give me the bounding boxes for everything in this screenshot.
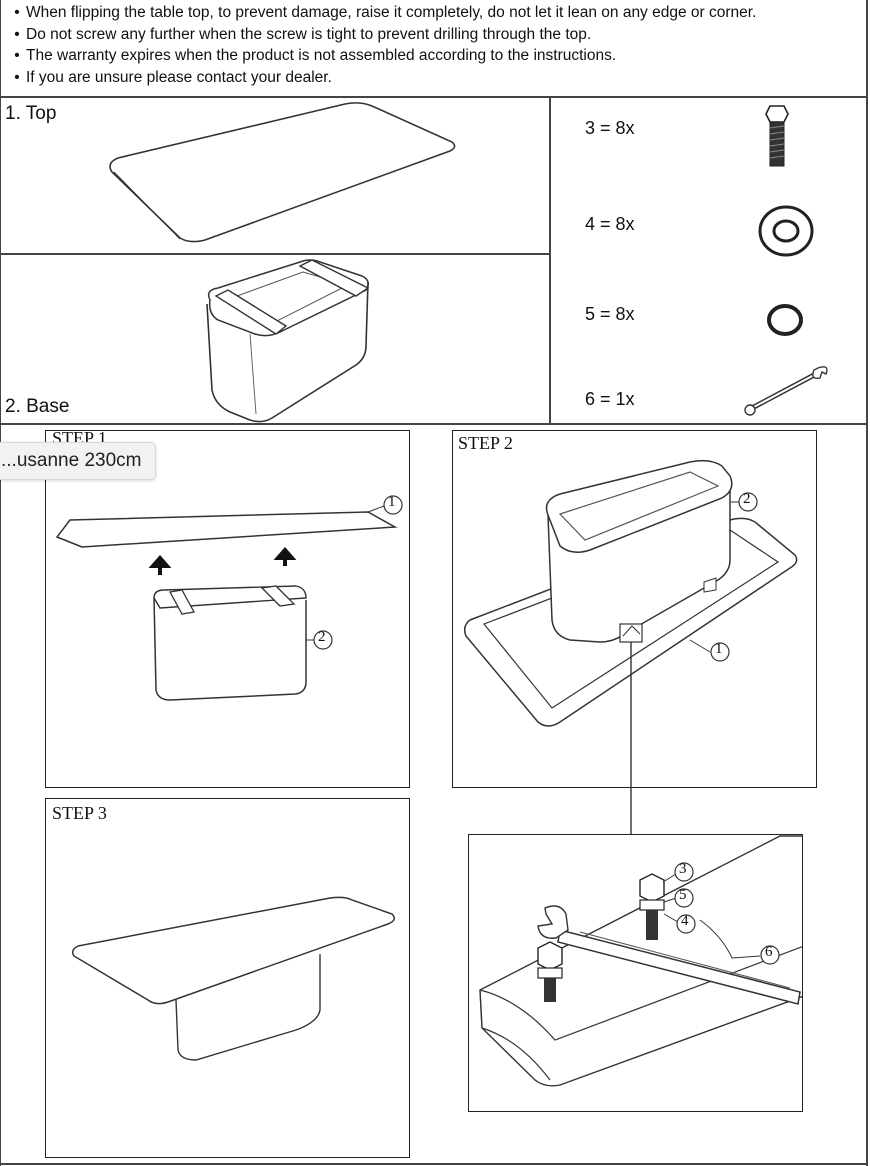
callout-1-step2: 1 [715,641,723,657]
hardware-small-washer-label: 5 = 8x [585,304,635,324]
notes-list: •When flipping the table top, to prevent… [8,2,868,88]
divider-parts-vertical [549,96,551,424]
hardware-large-washer-label: 4 = 8x [585,214,635,234]
part-top-label: 1. Top [5,103,57,124]
tooltip-image-title: ...usanne 230cm [0,442,157,480]
note-item: •When flipping the table top, to prevent… [14,4,757,21]
callout-4-detail: 4 [681,913,689,929]
divider-notes [0,96,868,98]
hardware-wrench-label: 6 = 1x [585,389,635,409]
frame-right [866,0,868,1166]
callout-1-step1: 1 [388,494,396,510]
small-washer-icon [767,304,803,336]
callout-3-detail: 3 [679,861,687,877]
note-item: •The warranty expires when the product i… [14,47,617,64]
divider-top-base [0,253,550,255]
step3-title: STEP 3 [52,803,107,823]
note-item: •If you are unsure please contact your d… [14,68,332,86]
callout-2-step1: 2 [318,629,326,645]
large-washer-icon [758,205,814,257]
frame-left [0,0,1,1166]
note-item: •Do not screw any further when the screw… [14,25,592,43]
step2-title: STEP 2 [458,433,513,453]
hardware-bolt-label: 3 = 8x [585,118,635,138]
bolt-icon [765,105,789,167]
callout-6-detail: 6 [765,944,773,960]
frame-bottom [0,1163,868,1165]
callout-5-detail: 5 [679,887,687,903]
callout-2-step2: 2 [743,491,751,507]
part-base-label: 2. Base [5,396,70,417]
step3-panel [45,798,410,1158]
divider-parts [0,423,868,425]
wrench-icon [744,366,828,416]
